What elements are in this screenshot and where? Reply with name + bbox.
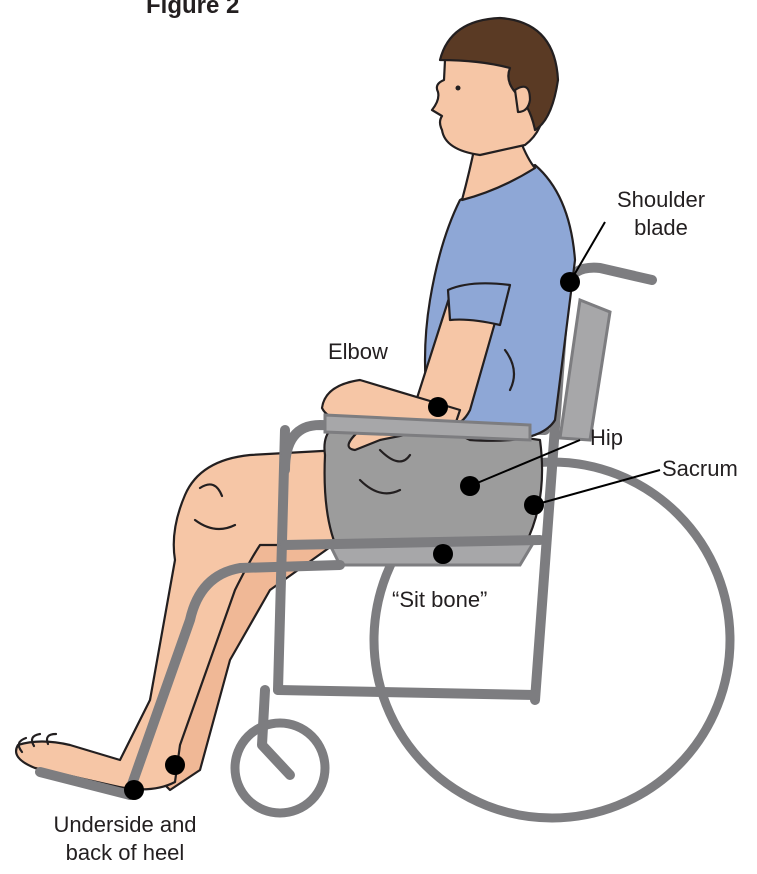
seat-rail [285, 540, 540, 545]
lower-rail [278, 690, 535, 695]
caster-fork [262, 690, 290, 775]
label-sit-bone: “Sit bone” [392, 586, 487, 614]
label-elbow: Elbow [328, 338, 388, 366]
label-sacrum: Sacrum [662, 455, 738, 483]
marker-sacrum [524, 495, 544, 515]
marker-hip [460, 476, 480, 496]
marker-shoulder-blade [560, 272, 580, 292]
marker-heel-underside [124, 780, 144, 800]
label-heel: Underside and back of heel [20, 811, 230, 867]
marker-sit-bone [433, 544, 453, 564]
near-leg [16, 450, 340, 789]
label-shoulder-blade: Shoulder blade [606, 186, 716, 242]
label-shoulder-blade-line2: blade [606, 214, 716, 242]
marker-heel-back [165, 755, 185, 775]
label-hip: Hip [590, 424, 623, 452]
label-heel-line1: Underside and [20, 811, 230, 839]
sleeve [448, 283, 510, 325]
figure-title: Figure 2 [146, 0, 239, 20]
marker-elbow [428, 397, 448, 417]
ear [515, 87, 530, 112]
eye [456, 86, 461, 91]
label-shoulder-blade-line1: Shoulder [606, 186, 716, 214]
label-heel-line2: back of heel [20, 839, 230, 867]
